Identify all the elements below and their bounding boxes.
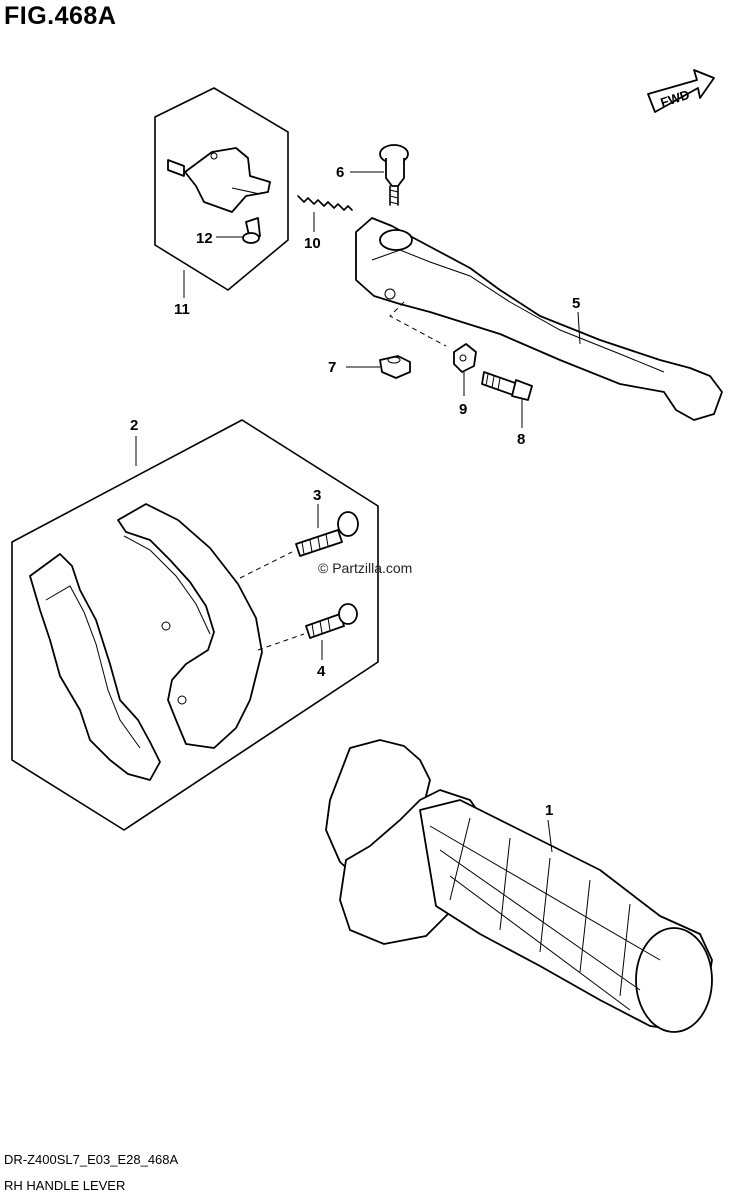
fwd-arrow-icon: FWD: [647, 69, 715, 113]
throttle-grip-part-1: [325, 739, 713, 1033]
callout-1: 1: [545, 802, 553, 819]
pivot-bolt-part-6: [379, 144, 409, 206]
watermark: © Partzilla.com: [318, 560, 413, 576]
clutch-lever-part-5: [355, 217, 723, 421]
bolt-part-8: [481, 371, 533, 401]
figure-title: FIG.468A: [4, 2, 117, 30]
callout-12: 12: [196, 230, 213, 247]
bracket-lower-half: [29, 553, 161, 781]
bracket-assembly-box: [11, 419, 379, 831]
screw-part-12: [242, 217, 261, 244]
nut-part-7: [379, 355, 411, 379]
callout-4: 4: [317, 663, 326, 680]
callout-8: 8: [517, 431, 525, 448]
callout-3: 3: [313, 487, 321, 504]
callout-5: 5: [572, 295, 580, 312]
footer-code: DR-Z400SL7_E03_E28_468A: [4, 1152, 179, 1167]
screw-part-3: [295, 511, 359, 557]
callout-9: 9: [459, 401, 467, 418]
screw-part-4: [305, 603, 358, 639]
switch-part: [167, 147, 271, 213]
callout-11: 11: [174, 301, 190, 318]
callout-2: 2: [130, 417, 138, 434]
switch-assembly-box: [154, 87, 289, 291]
callout-10: 10: [304, 235, 321, 252]
callout-6: 6: [336, 164, 344, 181]
spring-part-10: [297, 195, 353, 211]
nut-part-9: [453, 343, 477, 373]
bracket-upper-half: [117, 503, 263, 749]
callout-7: 7: [328, 359, 336, 376]
footer-name: RH HANDLE LEVER: [4, 1178, 126, 1193]
